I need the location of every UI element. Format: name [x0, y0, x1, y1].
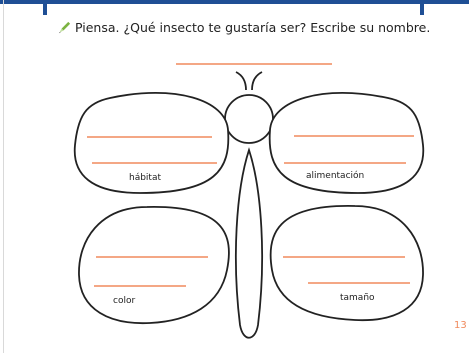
wing-lower-right: tamaño [269, 205, 424, 322]
top-border-tick-right [420, 0, 424, 15]
wing-upper-left: hábitat [73, 92, 230, 194]
butterfly-body [234, 147, 264, 339]
wing-label-tamano: tamaño [340, 293, 375, 303]
pencil-icon [58, 21, 71, 34]
antenna-left [235, 71, 247, 91]
top-border-bar [0, 0, 469, 4]
wing-label-habitat: hábitat [129, 173, 161, 183]
antenna-right [251, 71, 263, 91]
instruction-text: Piensa. ¿Qué insecto te gustaría ser? Es… [75, 20, 431, 35]
butterfly-head [224, 94, 274, 144]
page-number: 13 [454, 320, 467, 331]
wing-lower-left: color [78, 206, 230, 325]
instruction: Piensa. ¿Qué insecto te gustaría ser? Es… [57, 20, 430, 35]
wing-upper-right: alimentación [268, 92, 425, 194]
wing-label-alimentacion: alimentación [306, 170, 364, 181]
left-margin-rule [3, 0, 4, 353]
top-border-tick-left [43, 0, 47, 15]
wing-label-color: color [113, 296, 135, 306]
